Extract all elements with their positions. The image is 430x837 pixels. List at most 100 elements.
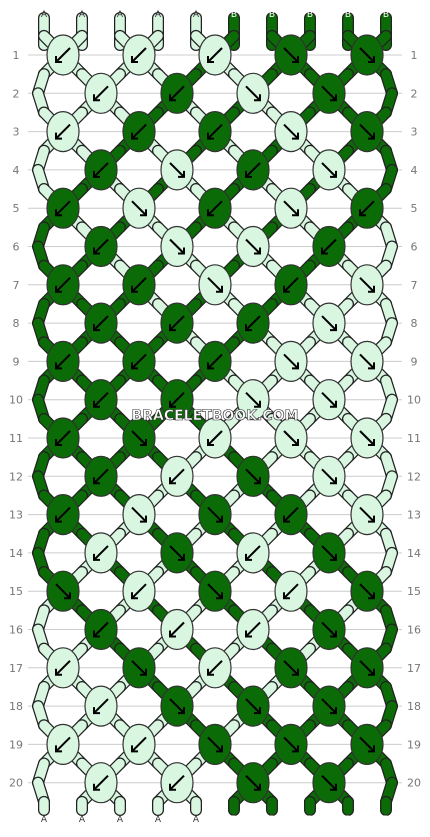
knot-se: [312, 302, 346, 344]
row-label-right: 7: [411, 279, 418, 292]
row-label-left: 5: [13, 202, 20, 215]
knot-sw: [84, 455, 118, 497]
arrow-down-right-icon: [283, 123, 299, 140]
knot-sw: [46, 264, 80, 306]
knot-se: [274, 34, 308, 76]
arrow-down-right-icon: [321, 468, 337, 485]
string-label-top: A: [193, 10, 200, 20]
arrow-down-right-icon: [131, 430, 147, 446]
arrow-down-left-icon: [169, 315, 185, 332]
knot-se: [236, 455, 270, 497]
arrow-down-left-icon: [207, 123, 223, 140]
knot-sw: [236, 149, 270, 191]
arrow-down-left-icon: [207, 47, 223, 63]
arrow-down-right-icon: [245, 468, 261, 485]
arrow-down-left-icon: [55, 353, 71, 370]
knot-sw: [46, 111, 80, 153]
arrow-down-left-icon: [131, 47, 147, 63]
knot-sw: [84, 149, 118, 191]
arrow-down-left-icon: [93, 85, 109, 102]
knot-sw: [198, 34, 232, 76]
knot-se: [312, 72, 346, 114]
knot-sw: [160, 455, 194, 497]
arrow-down-left-icon: [359, 200, 375, 217]
arrow-down-left-icon: [207, 660, 223, 676]
arrow-down-left-icon: [55, 660, 71, 676]
arrow-down-right-icon: [55, 583, 71, 600]
row-label-left: 18: [9, 700, 23, 713]
knot-se: [198, 723, 232, 766]
knot-se: [350, 264, 384, 306]
row-label-left: 8: [13, 317, 20, 330]
arrow-down-left-icon: [169, 468, 185, 485]
knot-sw: [160, 608, 194, 651]
arrow-down-left-icon: [169, 391, 185, 408]
row-label-left: 7: [13, 279, 20, 292]
arrow-down-right-icon: [131, 660, 147, 676]
arrow-down-left-icon: [93, 698, 109, 715]
row-label-left: 11: [9, 432, 23, 445]
knot-se: [350, 34, 384, 76]
string-label-bottom: B: [345, 815, 351, 825]
arrow-down-left-icon: [207, 353, 223, 370]
row-label-right: 2: [411, 87, 418, 100]
arrow-down-right-icon: [207, 583, 223, 600]
knot-se: [160, 225, 194, 268]
knot-sw: [236, 608, 270, 651]
knot-se: [46, 570, 80, 612]
arrow-down-right-icon: [359, 583, 375, 600]
knot-sw: [46, 187, 80, 229]
string-label-top: B: [307, 10, 313, 20]
knot-se: [312, 149, 346, 191]
knot-se: [274, 340, 308, 382]
knot-sw: [46, 340, 80, 382]
knot-sw: [84, 379, 118, 421]
row-label-left: 15: [9, 585, 23, 598]
arrow-down-left-icon: [93, 621, 109, 638]
arrow-down-right-icon: [283, 736, 299, 753]
arrow-down-right-icon: [321, 774, 337, 791]
string-label-top: B: [231, 10, 237, 20]
knot-se: [312, 379, 346, 421]
arrow-down-right-icon: [321, 162, 337, 178]
knot-sw: [84, 225, 118, 268]
string-label-bottom: B: [269, 815, 275, 825]
arrow-down-right-icon: [245, 85, 261, 102]
row-label-right: 12: [407, 470, 421, 483]
knot-sw: [46, 647, 80, 689]
string-label-bottom: A: [79, 815, 86, 825]
string-label-top: A: [117, 10, 124, 20]
knot-sw: [198, 417, 232, 459]
knot-se: [236, 379, 270, 421]
knot-sw: [160, 762, 194, 804]
arrow-down-right-icon: [359, 123, 375, 140]
arrow-down-right-icon: [169, 698, 185, 715]
arrow-down-left-icon: [55, 123, 71, 140]
knot-se: [236, 762, 270, 804]
arrow-down-left-icon: [283, 583, 299, 600]
row-label-right: 9: [411, 355, 418, 368]
arrow-down-right-icon: [321, 391, 337, 408]
knot-sw: [122, 340, 156, 382]
arrow-down-right-icon: [283, 353, 299, 370]
arrow-down-right-icon: [245, 391, 261, 408]
knot-sw: [122, 111, 156, 153]
arrow-down-left-icon: [245, 315, 261, 332]
arrow-down-right-icon: [283, 430, 299, 446]
row-label-left: 14: [9, 547, 23, 560]
knot-se: [160, 532, 194, 574]
arrow-down-left-icon: [321, 238, 337, 255]
arrow-down-right-icon: [359, 353, 375, 370]
knot-sw: [236, 302, 270, 344]
knot-sw: [312, 225, 346, 268]
knot-sw: [46, 493, 80, 536]
row-label-right: 3: [411, 126, 418, 139]
knot-se: [350, 493, 384, 536]
knot-se: [312, 455, 346, 497]
row-label-left: 1: [13, 49, 20, 62]
knot-sw: [122, 264, 156, 306]
arrow-down-left-icon: [131, 123, 147, 140]
row-label-left: 12: [9, 470, 23, 483]
